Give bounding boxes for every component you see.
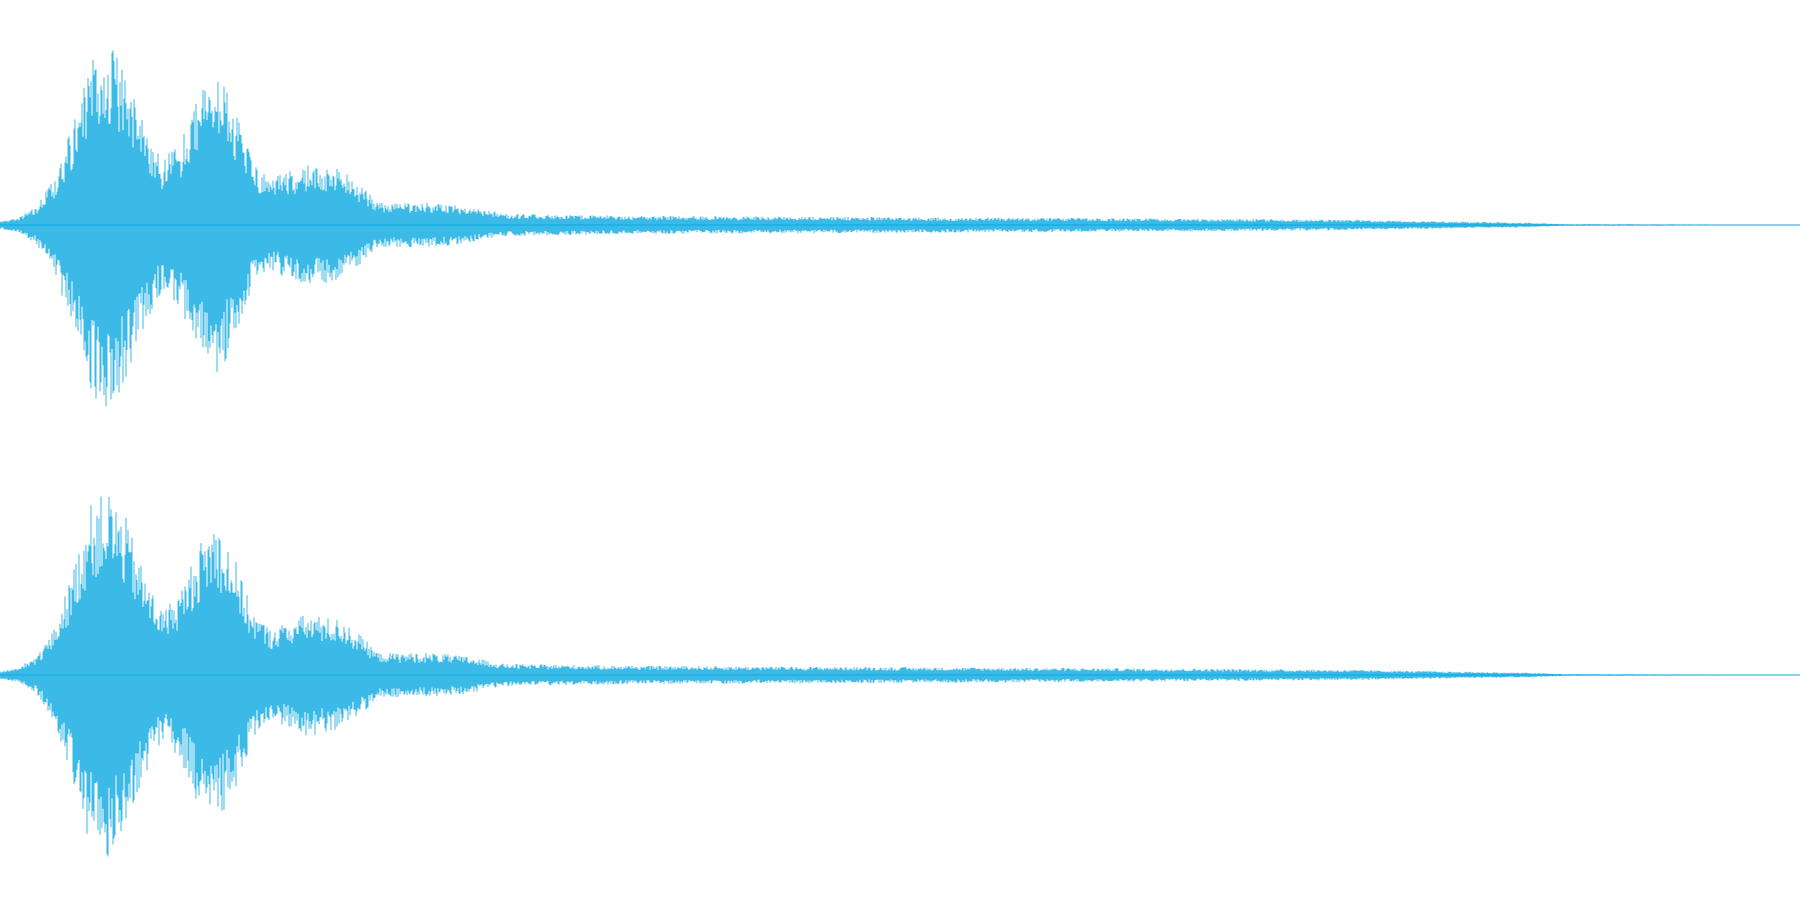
channel-right-waveform: [0, 496, 1800, 857]
channel-left-waveform: [0, 50, 1800, 407]
